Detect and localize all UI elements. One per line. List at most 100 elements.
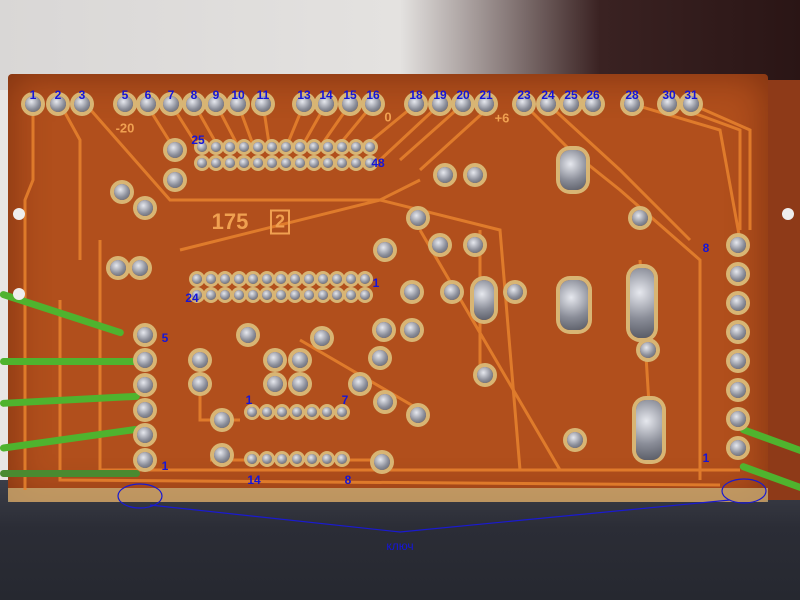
solder-pad — [365, 96, 381, 112]
solder-pad — [730, 440, 746, 456]
solder-pad — [410, 210, 426, 226]
solder-pad — [137, 327, 153, 343]
solder-pad — [248, 274, 258, 284]
top-pin-label: 19 — [433, 88, 447, 102]
top-pin-label: 24 — [541, 88, 555, 102]
solder-pad — [197, 158, 207, 168]
top-pin-label: 8 — [190, 88, 198, 102]
solder-pad — [478, 96, 494, 112]
top-pin-label: 2 — [54, 88, 62, 102]
connector-pin-24-label: 24 — [185, 291, 199, 305]
top-pin-label: 30 — [662, 88, 676, 102]
solder-blob — [560, 280, 588, 330]
solder-blob — [560, 150, 586, 190]
solder-pad — [346, 274, 356, 284]
solder-pad — [730, 295, 746, 311]
solder-pad — [277, 454, 287, 464]
solder-pad — [404, 284, 420, 300]
solder-pad — [377, 394, 393, 410]
solder-pad — [137, 427, 153, 443]
solder-pad — [477, 367, 493, 383]
ic-pin-14-label: 14 — [247, 473, 261, 487]
solder-pad — [372, 350, 388, 366]
solder-pad — [377, 242, 393, 258]
solder-pad — [318, 96, 334, 112]
solder-pad — [365, 142, 375, 152]
solder-pad — [167, 172, 183, 188]
solder-pad — [507, 284, 523, 300]
solder-pad — [360, 290, 370, 300]
solder-pad — [267, 158, 277, 168]
solder-pad — [225, 158, 235, 168]
top-pin-label: 11 — [256, 88, 270, 102]
solder-pad — [307, 407, 317, 417]
solder-pad — [262, 290, 272, 300]
solder-pad — [337, 158, 347, 168]
solder-pad — [276, 290, 286, 300]
solder-pad — [309, 142, 319, 152]
solder-pad — [314, 330, 330, 346]
solder-pad — [661, 96, 677, 112]
solder-pad — [214, 412, 230, 428]
right-connector-top-label: 8 — [702, 241, 710, 255]
solder-pad — [262, 407, 272, 417]
board-number: 175 — [211, 209, 249, 234]
solder-pad — [307, 454, 317, 464]
right-connector-bottom-label: 1 — [702, 451, 710, 465]
top-pin-label: 3 — [78, 88, 86, 102]
solder-pad — [337, 142, 347, 152]
solder-blob — [630, 268, 654, 338]
solder-pad — [267, 352, 283, 368]
solder-pad — [74, 96, 90, 112]
top-pin-label: 14 — [319, 88, 333, 102]
solder-pad — [137, 402, 153, 418]
solder-pad — [730, 324, 746, 340]
top-pin-label: 21 — [479, 88, 493, 102]
solder-pad — [730, 411, 746, 427]
connector-pin-25-label: 25 — [191, 133, 205, 147]
solder-pad — [337, 454, 347, 464]
top-pin-label: 31 — [684, 88, 698, 102]
green-wire — [0, 470, 140, 477]
top-pin-label: 9 — [212, 88, 220, 102]
solder-pad — [230, 96, 246, 112]
solder-pad — [730, 237, 746, 253]
mounting-hole — [13, 288, 25, 300]
solder-pad — [292, 352, 308, 368]
solder-pad — [292, 454, 302, 464]
solder-pad — [337, 407, 347, 417]
solder-pad — [277, 407, 287, 417]
solder-pad — [410, 407, 426, 423]
connector-pin-1-label: 1 — [372, 276, 380, 290]
solder-pad — [197, 142, 207, 152]
solder-pad — [137, 352, 153, 368]
solder-pad — [351, 142, 361, 152]
solder-pad — [137, 200, 153, 216]
silk-zero: 0 — [384, 109, 392, 125]
solder-pad — [640, 342, 656, 358]
solder-pad — [267, 142, 277, 152]
solder-pad — [360, 274, 370, 284]
solder-pad — [292, 376, 308, 392]
solder-pad — [25, 96, 41, 112]
top-pin-label: 6 — [144, 88, 152, 102]
solder-pad — [255, 96, 271, 112]
solder-pad — [540, 96, 556, 112]
board-revision: 2 — [269, 209, 291, 235]
solder-pad — [206, 274, 216, 284]
solder-pad — [292, 407, 302, 417]
solder-pad — [290, 290, 300, 300]
solder-pad — [167, 142, 183, 158]
solder-pad — [567, 432, 583, 448]
solder-pad — [117, 96, 133, 112]
solder-pad — [140, 96, 156, 112]
solder-pad — [239, 158, 249, 168]
solder-pad — [211, 142, 221, 152]
solder-pad — [296, 96, 312, 112]
top-pin-label: 13 — [297, 88, 311, 102]
solder-pad — [585, 96, 601, 112]
solder-pad — [432, 237, 448, 253]
solder-pad — [206, 290, 216, 300]
solder-pad — [683, 96, 699, 112]
solder-pad — [192, 290, 202, 300]
